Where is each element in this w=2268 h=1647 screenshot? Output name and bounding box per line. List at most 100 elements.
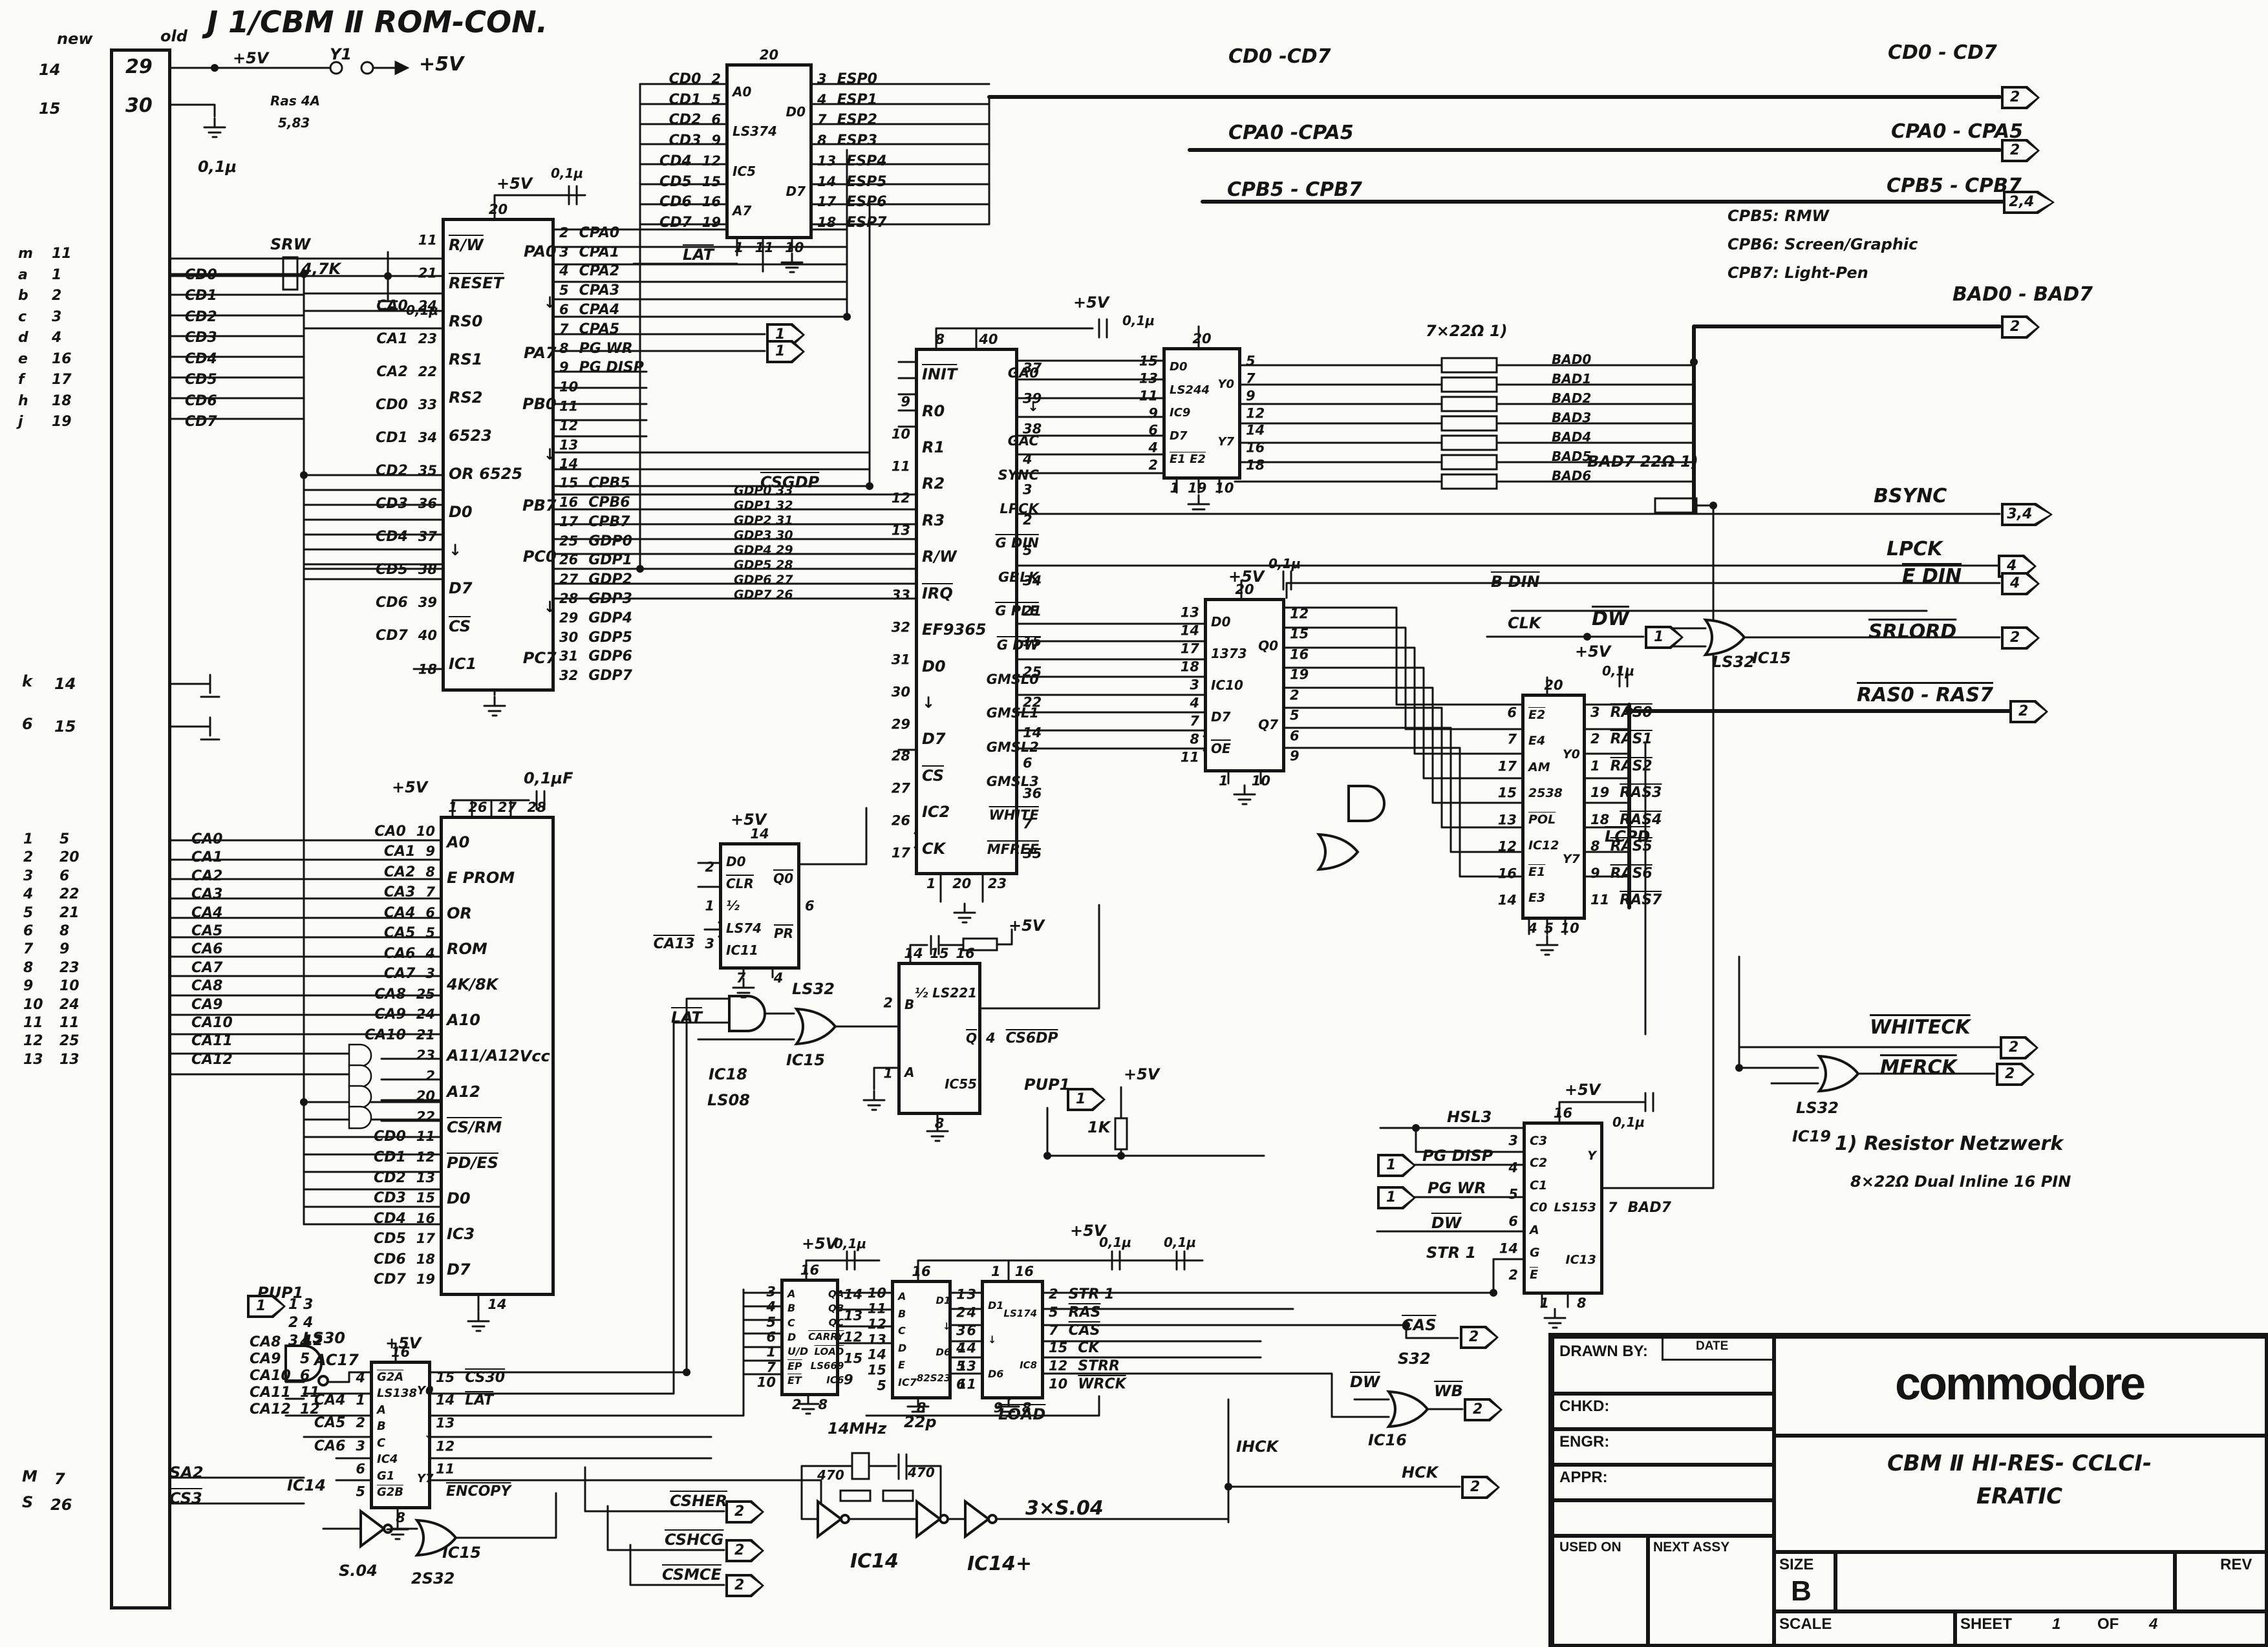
pin: 2 xyxy=(1148,457,1158,473)
pin: 12 xyxy=(1246,405,1265,421)
net-label: CLK xyxy=(1508,614,1541,632)
pin: 14 xyxy=(957,1340,976,1356)
net-label: +5V xyxy=(1124,1065,1160,1083)
cap-value: 0,1μ xyxy=(1164,1235,1197,1250)
connector-row: e 16 CD4 xyxy=(18,350,217,367)
connector-row: 7 9 CA6 xyxy=(23,941,223,958)
ls30-input: CA9 5 xyxy=(250,1351,310,1367)
pin: 14 xyxy=(844,1286,863,1302)
pin: 10 xyxy=(756,1374,776,1390)
net-label: +5V xyxy=(1228,568,1265,586)
gate-ref-label: IC19 xyxy=(1792,1127,1831,1145)
pin: 13 xyxy=(1180,604,1199,621)
pin: 28 xyxy=(891,748,910,764)
pin: 15 xyxy=(867,1362,886,1378)
title-block-scale: SCALE xyxy=(1772,1610,1957,1646)
pin: 3 xyxy=(967,1286,976,1302)
pin: 22 xyxy=(416,1109,435,1125)
pin: 11 xyxy=(418,232,437,248)
pin: 1 xyxy=(705,898,714,913)
pin xyxy=(918,354,919,386)
net-label: DW xyxy=(1350,1373,1380,1391)
connector-row: 5 21 CA4 xyxy=(23,904,223,921)
net-label: PG WR xyxy=(1428,1179,1486,1197)
pin: 12 xyxy=(1290,606,1309,622)
net-label: HCK xyxy=(1402,1463,1439,1482)
conn-pin: 15 xyxy=(39,100,61,118)
commodore-logo: commodore xyxy=(1894,1358,2146,1410)
connector-row: 8 23 CA7 xyxy=(23,959,223,976)
pin: 16 xyxy=(1497,866,1517,882)
net-label: CSHER xyxy=(670,1492,728,1510)
connector-row: j 19 CD7 xyxy=(18,414,217,430)
net-label: +5V xyxy=(233,49,269,67)
pin: 5 xyxy=(1290,707,1300,723)
net-label: +5V xyxy=(1009,917,1045,935)
note: 1) Resistor Netzwerk xyxy=(1835,1132,2064,1155)
net-label: BSYNC xyxy=(1874,485,1947,507)
pin: 10 xyxy=(559,379,579,395)
connector-row: 6 8 CA5 xyxy=(23,922,223,939)
pin: 13 xyxy=(957,1358,976,1374)
ls30-input: CA11 11 xyxy=(250,1385,320,1401)
pin: 3 xyxy=(766,1284,776,1300)
pin: 4 xyxy=(356,1370,365,1386)
pin: 6 xyxy=(1290,728,1300,744)
edge-connector xyxy=(110,48,171,1610)
pin: 14 xyxy=(1499,1240,1518,1257)
pin: 31 xyxy=(891,652,910,668)
pin: 4 xyxy=(967,1304,976,1321)
note: 3×S.04 xyxy=(1025,1497,1104,1520)
gate-ref-label: IC15 xyxy=(1752,649,1791,667)
gate-part-label: LS30 xyxy=(303,1329,345,1347)
cap-value: 0,1μ xyxy=(1612,1114,1645,1130)
pin: 36 xyxy=(1023,785,1042,802)
title-block: DRAWN BY: DATE CHKD: ENGR: APPR: USED ON… xyxy=(1548,1333,2268,1647)
net-label: LCPD xyxy=(1605,827,1651,845)
pin: 7 xyxy=(766,1359,776,1376)
title-block-size: SIZE B xyxy=(1772,1550,1837,1613)
net-label: +5V xyxy=(1073,293,1109,312)
pin: 2 xyxy=(425,1068,435,1084)
pin: 1 xyxy=(883,1065,893,1081)
pin: 1 xyxy=(766,1344,776,1360)
pin: 14 xyxy=(1246,422,1265,438)
pin: 2 xyxy=(883,995,893,1011)
bus-label: BAD0 - BAD7 xyxy=(1952,283,2093,306)
pin: 3 xyxy=(1508,1132,1518,1149)
pin: 12 xyxy=(559,418,579,434)
gate-ref-label: IC15 xyxy=(442,1544,481,1562)
net-label: +5V xyxy=(385,1334,422,1352)
pin: 12 xyxy=(891,490,910,506)
conn-letter: 6 xyxy=(22,715,33,733)
pin: 13 xyxy=(559,437,579,453)
net-label: IHCK xyxy=(1236,1438,1279,1456)
pin: 17 xyxy=(1497,758,1517,774)
